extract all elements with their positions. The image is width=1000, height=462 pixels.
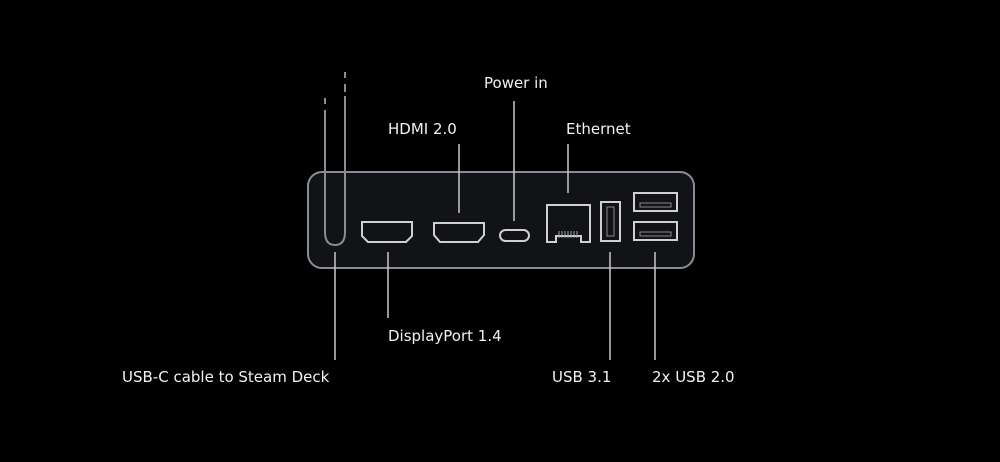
leader-lines xyxy=(334,101,656,360)
ethernet-port xyxy=(546,204,591,243)
label-usb20: 2x USB 2.0 xyxy=(652,368,735,386)
label-usb-c-cable: USB-C cable to Steam Deck xyxy=(122,368,330,386)
usb-c-cable xyxy=(324,72,346,247)
label-hdmi: HDMI 2.0 xyxy=(388,120,457,138)
usb-3-1-port xyxy=(600,201,621,242)
label-ethernet: Ethernet xyxy=(566,120,631,138)
label-usb31: USB 3.1 xyxy=(552,368,612,386)
label-displayport: DisplayPort 1.4 xyxy=(388,327,502,345)
power-in-port xyxy=(499,229,530,242)
usb-2-0-ports xyxy=(633,192,678,241)
label-power-in: Power in xyxy=(484,74,548,92)
dock-body xyxy=(307,171,695,269)
hdmi-port xyxy=(433,222,485,243)
displayport-port xyxy=(361,221,413,243)
